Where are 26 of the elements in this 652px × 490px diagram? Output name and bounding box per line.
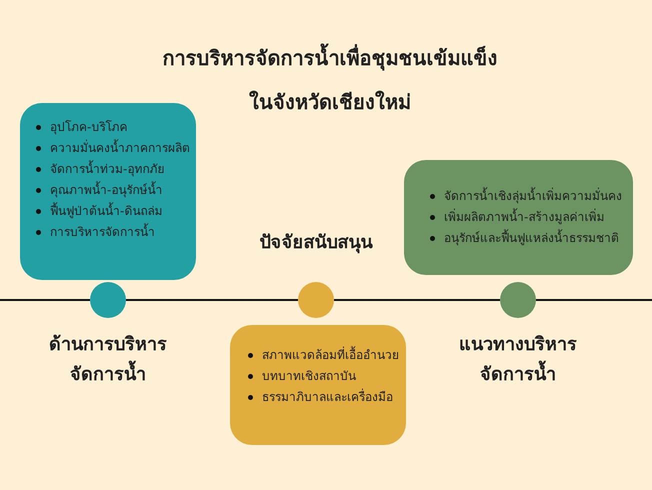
bullet-item: อนุรักษ์และฟื้นฟูแหล่งน้ำธรรมชาติ bbox=[428, 228, 619, 249]
diagram-title: การบริหารจัดการน้ำเพื่อชุมชนเข้มแข็ง ในจังหวัดเชียงใหม่ bbox=[150, 36, 510, 124]
timeline-circle bbox=[500, 282, 536, 318]
timeline-label: แนวทางบริหาร จัดการน้ำ bbox=[458, 333, 578, 387]
bullet-item: จัดการน้ำท่วม-อุทกภัย bbox=[34, 159, 164, 180]
timeline-line bbox=[536, 299, 652, 301]
timeline-line bbox=[0, 299, 90, 301]
timeline-label: ด้านการบริหาร จัดการน้ำ bbox=[48, 333, 168, 387]
bullet-item: สภาพแวดล้อมที่เอื้ออำนวย bbox=[246, 345, 399, 366]
timeline-label: ปัจจัยสนับสนุน bbox=[258, 231, 374, 256]
bullet-item: เพิ่มผลิตภาพน้ำ-สร้างมูลค่าเพิ่ม bbox=[428, 207, 604, 228]
bullet-item: ฟื้นฟูป่าต้นน้ำ-ดินถล่ม bbox=[34, 201, 162, 222]
timeline-circle bbox=[298, 282, 334, 318]
bullet-item: จัดการน้ำเชิงลุ่มน้ำเพิ่มความมั่นคง bbox=[428, 186, 622, 207]
bullet-item: การบริหารจัดการน้ำ bbox=[34, 222, 155, 243]
timeline-line bbox=[126, 299, 298, 301]
bullet-card bbox=[404, 160, 633, 275]
bullet-item: ความมั่นคงน้ำภาคการผลิต bbox=[34, 138, 190, 159]
bullet-item: คุณภาพน้ำ-อนุรักษ์น้ำ bbox=[34, 180, 162, 201]
bullet-item: ธรรมาภิบาลและเครื่องมือ bbox=[246, 387, 393, 408]
bullet-item: อุปโภค-บริโภค bbox=[34, 117, 128, 138]
bullet-card bbox=[20, 103, 196, 280]
timeline-circle bbox=[90, 282, 126, 318]
bullet-card bbox=[230, 325, 406, 445]
bullet-item: บทบาทเชิงสถาบัน bbox=[246, 366, 356, 387]
timeline-line bbox=[334, 299, 500, 301]
